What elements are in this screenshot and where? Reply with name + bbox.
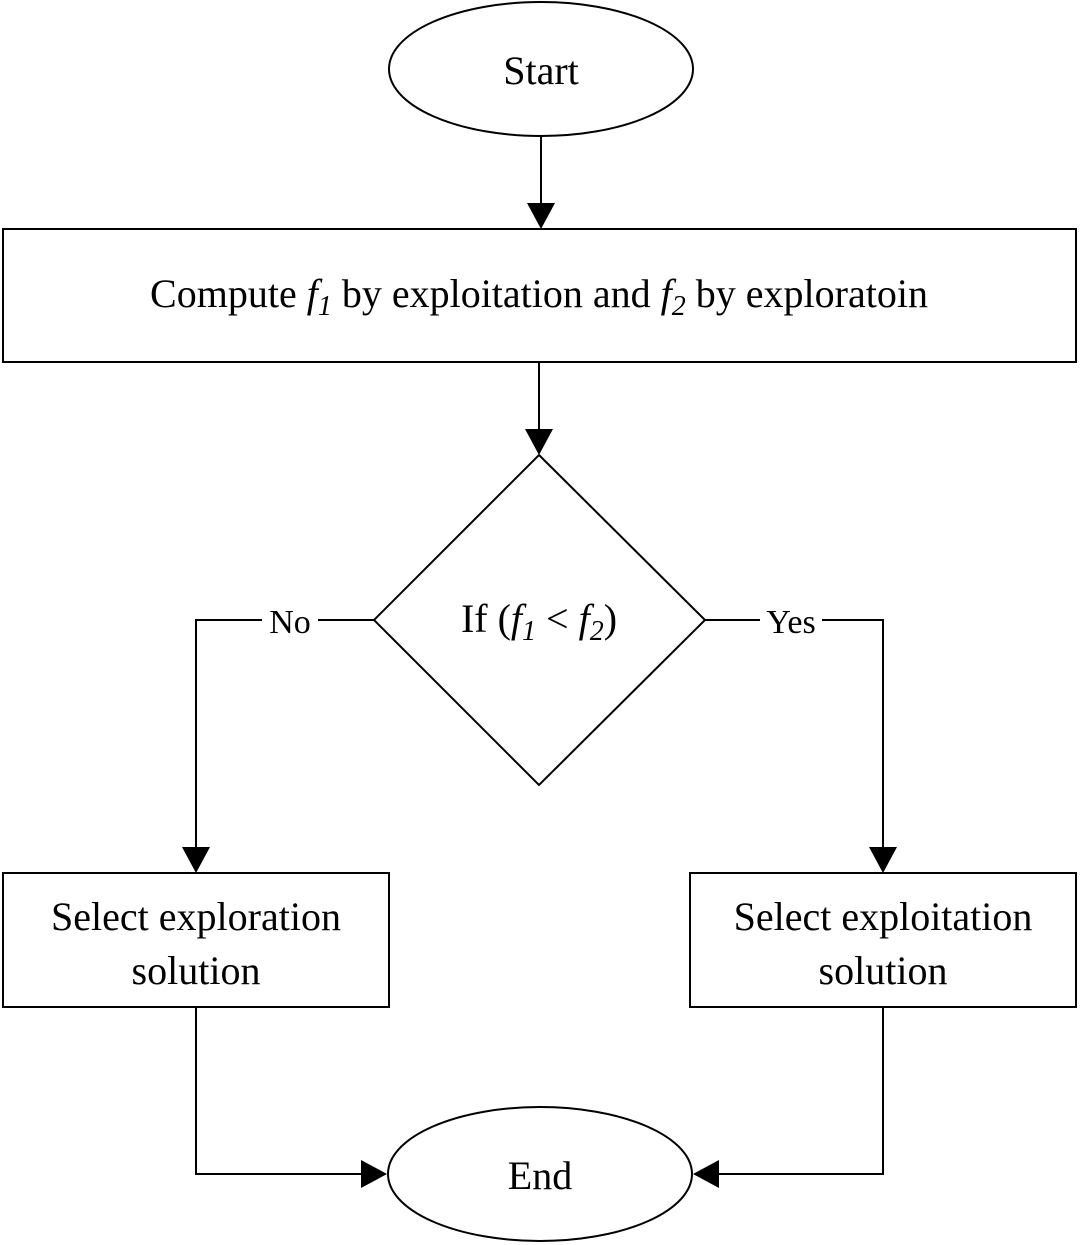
- decision-node: If (f1 < f2): [372, 453, 707, 787]
- edge-compute-to-decision: [525, 362, 553, 455]
- edge-exploit-to-end: [693, 1007, 884, 1188]
- decision-label: If (f1 < f2): [461, 596, 617, 647]
- exploit-node: Select exploitation solution: [689, 872, 1077, 1008]
- explore-label-line-2: solution: [132, 948, 261, 993]
- compute-label: Compute f1 by exploitation and f2 by exp…: [150, 271, 928, 322]
- exploit-label-line-2: solution: [819, 948, 948, 993]
- exploit-label-line-1: Select exploitation: [734, 894, 1033, 939]
- compute-node: Compute f1 by exploitation and f2 by exp…: [2, 228, 1077, 363]
- end-node: End: [387, 1106, 693, 1242]
- edge-no-branch: No: [182, 602, 374, 873]
- start-label: Start: [503, 48, 579, 93]
- start-node: Start: [388, 1, 694, 137]
- end-label: End: [508, 1153, 572, 1198]
- explore-label-line-1: Select exploration: [51, 894, 341, 939]
- explore-node: Select exploration solution: [2, 872, 390, 1008]
- no-label: No: [269, 604, 311, 641]
- yes-label: Yes: [766, 604, 815, 641]
- edge-yes-branch: Yes: [705, 602, 897, 873]
- edge-start-to-compute: [527, 136, 555, 229]
- edge-explore-to-end: [195, 1007, 387, 1188]
